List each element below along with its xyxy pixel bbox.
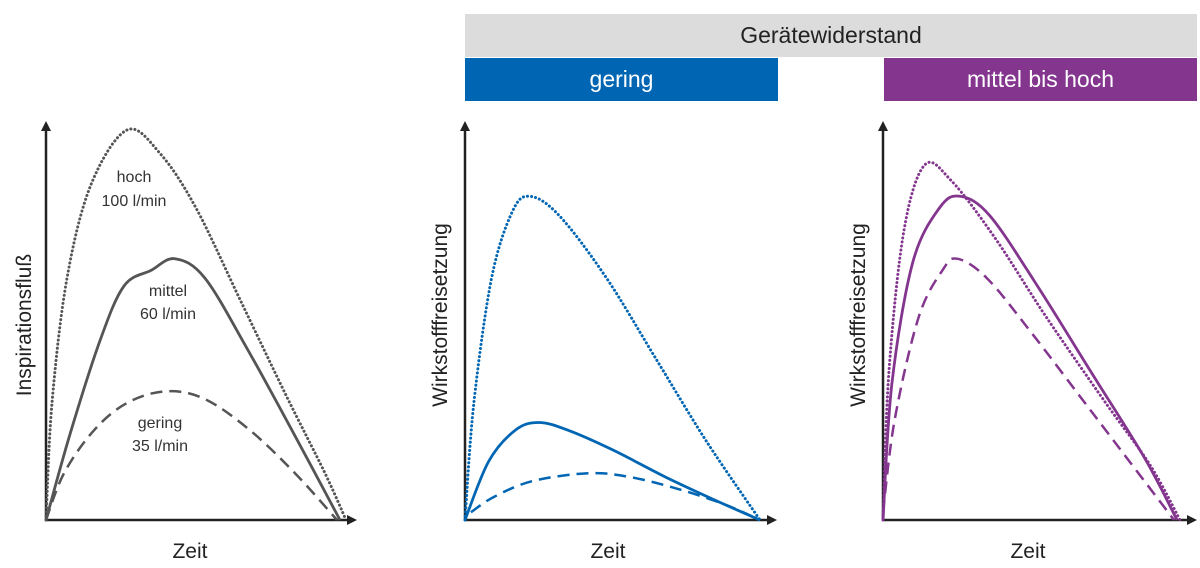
label-hoch-flow: 100 l/min bbox=[102, 193, 167, 210]
series-line-2-gering bbox=[881, 257, 1176, 521]
label-gering-flow: 35 l/min bbox=[132, 438, 188, 455]
series-line-2-hoch bbox=[881, 160, 1182, 522]
label-hoch: hoch bbox=[117, 169, 152, 186]
chart-release-high-resistance: Wirkstofffreisetzung Zeit bbox=[847, 121, 1197, 563]
y-axis-label: Wirkstofffreisetzung bbox=[429, 223, 452, 407]
label-gering: gering bbox=[138, 415, 182, 432]
header-title: Gerätewiderstand bbox=[740, 22, 922, 48]
chart-release-low-resistance: Wirkstofffreisetzung Zeit bbox=[429, 121, 777, 563]
series-line-1-mittel bbox=[463, 421, 761, 522]
series-line-0-gering bbox=[44, 389, 338, 521]
header-low-resistance: gering bbox=[465, 58, 778, 101]
series-line-1-gering bbox=[470, 471, 761, 522]
series-line-2-mittel bbox=[881, 194, 1179, 521]
x-axis-label: Zeit bbox=[590, 540, 625, 563]
header-high-resistance: mittel bis hoch bbox=[884, 58, 1197, 101]
label-mittel-flow: 60 l/min bbox=[140, 306, 196, 323]
chart-inspiratory-flow: Inspirationsfluß Zeit hoch 100 l/min mit… bbox=[13, 121, 357, 563]
series-line-0-hoch bbox=[44, 127, 348, 522]
y-axis-label: Inspirationsfluß bbox=[13, 254, 36, 396]
header-geraetewiderstand: Gerätewiderstand bbox=[465, 14, 1197, 57]
series-line-0-mittel bbox=[44, 257, 342, 521]
label-mittel: mittel bbox=[149, 283, 187, 300]
x-axis-label: Zeit bbox=[1010, 540, 1045, 563]
high-label: mittel bis hoch bbox=[966, 66, 1114, 92]
low-label: gering bbox=[589, 66, 654, 92]
series-line-1-hoch bbox=[463, 194, 762, 522]
x-axis-label: Zeit bbox=[172, 540, 207, 563]
y-axis-label: Wirkstofffreisetzung bbox=[847, 223, 870, 407]
